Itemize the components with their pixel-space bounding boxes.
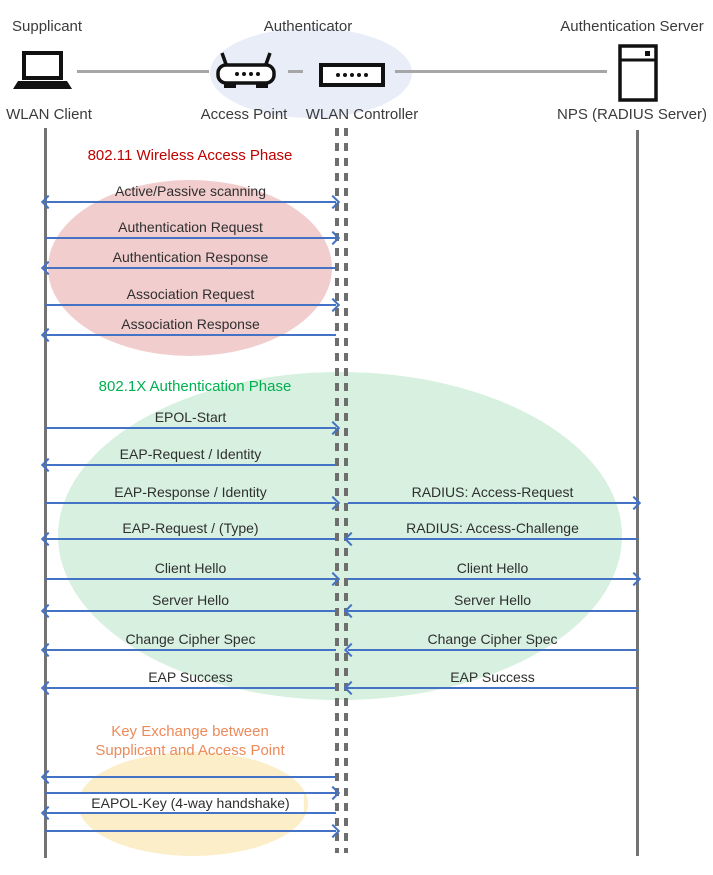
phase3-title-line2: Supplicant and Access Point <box>95 742 285 759</box>
label-client-hello-right: Client Hello <box>456 560 529 576</box>
arrow-eapol-key-2 <box>45 792 336 794</box>
arrow-eapol-key-1 <box>45 776 336 778</box>
lifeline-nps-server <box>636 130 639 856</box>
arrow-eap-success-right: EAP Success <box>348 669 637 689</box>
connector-client-ap <box>77 70 209 73</box>
label-server-hello-right: Server Hello <box>453 592 532 608</box>
lifeline-wlan-client <box>44 128 47 858</box>
arrow-server-hello-left: Server Hello <box>45 592 336 612</box>
label-change-cipher-spec-left: Change Cipher Spec <box>125 631 256 647</box>
label-eap-response-identity: EAP-Response / Identity <box>114 484 267 500</box>
device-nps-radius-server: NPS (RADIUS Server) <box>556 106 708 123</box>
device-wlan-controller: WLAN Controller <box>305 106 419 123</box>
label-client-hello-left: Client Hello <box>154 560 227 576</box>
phase1-title: 802.11 Wireless Access Phase <box>87 147 293 164</box>
label-radius-access-request: RADIUS: Access-Request <box>411 484 574 500</box>
label-epol-start: EPOL-Start <box>154 409 227 425</box>
arrow-association-request: Association Request <box>45 286 336 306</box>
arrow-eap-request-type: EAP-Request / (Type) <box>45 520 336 540</box>
arrow-eap-success-left: EAP Success <box>45 669 336 689</box>
arrow-eap-request-identity: EAP-Request / Identity <box>45 446 336 466</box>
laptop-icon <box>10 50 74 97</box>
arrow-radius-access-request: RADIUS: Access-Request <box>348 484 637 504</box>
label-eap-request-identity: EAP-Request / Identity <box>119 446 262 462</box>
phase3-title-line1: Key Exchange between <box>111 723 269 740</box>
arrow-epol-start: EPOL-Start <box>45 409 336 429</box>
label-radius-access-challenge: RADIUS: Access-Challenge <box>406 520 579 536</box>
role-supplicant: Supplicant <box>12 18 83 35</box>
label-eap-success-left: EAP Success <box>148 669 233 685</box>
label-eap-success-right: EAP Success <box>450 669 535 685</box>
arrow-eapol-key-4 <box>45 830 336 832</box>
wlan-controller-icon <box>319 63 385 92</box>
arrow-authentication-response: Authentication Response <box>45 249 336 269</box>
arrow-change-cipher-spec-left: Change Cipher Spec <box>45 631 336 651</box>
label-association-response: Association Response <box>121 316 260 332</box>
phase3-title: Key Exchange between Supplicant and Acce… <box>45 722 335 760</box>
label-change-cipher-spec-right: Change Cipher Spec <box>427 631 558 647</box>
arrow-eap-response-identity: EAP-Response / Identity <box>45 484 336 504</box>
lifeline-wlan-controller-left <box>335 128 339 853</box>
label-authentication-request: Authentication Request <box>118 219 263 235</box>
device-access-point: Access Point <box>200 106 288 123</box>
label-authentication-response: Authentication Response <box>112 249 269 265</box>
arrow-authentication-request: Authentication Request <box>45 219 336 239</box>
role-authenticator: Authenticator <box>263 18 353 35</box>
lifeline-wlan-controller-right <box>344 128 348 853</box>
arrow-server-hello-right: Server Hello <box>348 592 637 612</box>
server-icon <box>618 44 658 107</box>
label-association-request: Association Request <box>126 286 255 302</box>
phase2-title: 802.1X Authentication Phase <box>98 378 292 395</box>
role-authentication-server: Authentication Server <box>560 18 704 35</box>
access-point-icon <box>213 50 279 97</box>
arrow-change-cipher-spec-right: Change Cipher Spec <box>348 631 637 651</box>
label-active-passive-scanning: Active/Passive scanning <box>115 183 266 199</box>
connector-controller-server <box>395 70 607 73</box>
arrow-association-response: Association Response <box>45 316 336 336</box>
arrow-eapol-key-3: EAPOL-Key (4-way handshake) <box>45 794 336 814</box>
arrow-active-passive-scanning: Active/Passive scanning <box>45 183 336 203</box>
arrow-client-hello-left: Client Hello <box>45 560 336 580</box>
label-eap-request-type: EAP-Request / (Type) <box>122 520 259 536</box>
label-server-hello-left: Server Hello <box>151 592 230 608</box>
arrow-radius-access-challenge: RADIUS: Access-Challenge <box>348 520 637 540</box>
arrow-client-hello-right: Client Hello <box>348 560 637 580</box>
label-eapol-key-handshake: EAPOL-Key (4-way handshake) <box>77 794 304 812</box>
connector-ap-controller <box>288 70 303 73</box>
device-wlan-client: WLAN Client <box>6 106 92 123</box>
